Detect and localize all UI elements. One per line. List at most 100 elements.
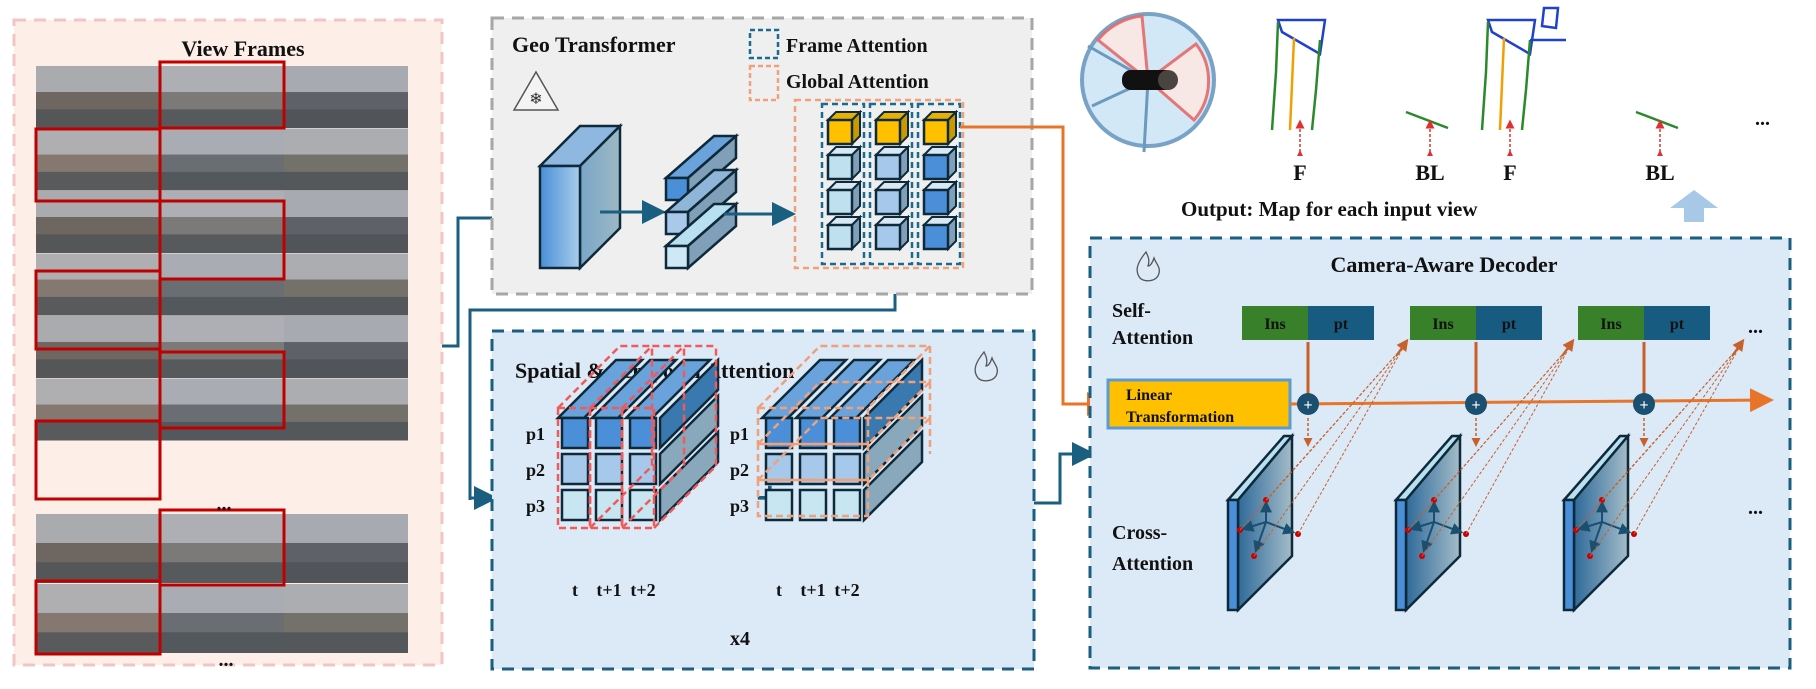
offset-arrow: [1241, 520, 1267, 532]
output-map: F: [1270, 18, 1327, 185]
add-icon: [1297, 393, 1319, 415]
encoder-block: [536, 122, 624, 272]
decoder-title: Camera-Aware Decoder: [1330, 252, 1557, 277]
feature-plane-edge: [1394, 498, 1408, 612]
repeat-label: x4: [730, 628, 750, 650]
spatial-group-box: [589, 344, 686, 529]
output-map: BL: [1635, 110, 1679, 185]
camera-frame: [36, 584, 160, 653]
spatial-group-box: [620, 406, 656, 530]
attention-head-arrow: [1561, 338, 1575, 357]
attention-head-arrow: [1395, 338, 1409, 357]
svg-text:Linear: Linear: [1126, 387, 1172, 404]
offset-arrow: [1265, 521, 1296, 535]
self-attention-label-2: Attention: [1112, 327, 1193, 349]
attention-link: [1421, 345, 1571, 557]
output-ellipsis: ...: [1755, 108, 1770, 130]
camera-frame: [36, 253, 160, 316]
attention-link: [1239, 345, 1405, 531]
attention-link: [1589, 345, 1741, 557]
camera-frame: [160, 66, 284, 128]
tensor-cell: [560, 488, 590, 522]
view-frames-panel: View Frames ... ...: [12, 18, 444, 671]
add-icon: [1465, 393, 1487, 415]
svg-text:Transformation: Transformation: [1126, 409, 1234, 426]
row-label: p2: [730, 460, 749, 480]
divider-line: [1310, 39, 1322, 131]
query-token-cube: [825, 109, 863, 147]
camera-frame: [284, 378, 408, 441]
offset-arrow: [1433, 521, 1464, 535]
feature-bar: [662, 201, 740, 271]
ins-token: [1578, 306, 1644, 340]
offset-arrow: [1577, 520, 1603, 532]
cross-attention-label-1: Cross-: [1112, 522, 1167, 544]
camera-frame: [284, 584, 408, 653]
camera-frame: [284, 316, 408, 378]
row-label: p2: [526, 460, 545, 480]
frame-attention-box: [868, 102, 914, 266]
spatial-group-box: [557, 344, 654, 529]
ins-label: Ins: [1600, 316, 1621, 333]
camera-frame: [160, 584, 284, 653]
offset-arrow: [1421, 521, 1435, 553]
query-to-decoder-arrow: [960, 125, 1111, 416]
feature-token-cube: [825, 179, 863, 217]
attention-link: [1253, 345, 1405, 557]
plus-glyph: +: [1639, 397, 1648, 414]
camera-frame: [36, 378, 160, 441]
svg-text:Global Attention: Global Attention: [786, 71, 929, 93]
pt-token: [1644, 306, 1710, 340]
camera-marker: [1507, 150, 1513, 156]
selected-frame-highlight: [34, 269, 162, 351]
tensor-cell: [560, 452, 590, 486]
camera-marker: [1427, 150, 1433, 156]
feature-bars: [662, 133, 740, 271]
boundary-line: [1530, 6, 1566, 42]
decoder-ellipsis-bottom: ...: [1748, 497, 1763, 519]
feature-token-cube: [825, 214, 863, 252]
tensor-side-slab: [862, 428, 924, 524]
frame-grid: [34, 60, 408, 656]
row-label: p3: [526, 496, 545, 516]
tensor-cell: [594, 488, 624, 522]
tensor-cell: [832, 488, 862, 522]
add-icon: [1633, 393, 1655, 415]
ped-crossing-line: [1288, 37, 1296, 131]
up-arrow-icon: [1670, 190, 1718, 222]
offset-arrow: [1589, 521, 1603, 553]
offset-arrow: [1601, 521, 1632, 535]
flame-icon: [1136, 250, 1160, 282]
flame-icon: [974, 350, 998, 382]
camera-fov-icon: [1080, 12, 1216, 153]
snowflake-warning-icon: ❄: [512, 70, 560, 111]
tensor-cell: [628, 452, 658, 486]
feature-plane-edge: [1562, 498, 1576, 612]
camera-frame: [284, 66, 408, 128]
attention-link: [1575, 345, 1741, 531]
divider-line: [1635, 110, 1679, 130]
camera-marker: [1657, 150, 1663, 156]
feature-token-cube: [921, 179, 959, 217]
tensor-cell: [594, 416, 624, 450]
col-label: t+2: [630, 580, 655, 600]
row-label: p1: [730, 424, 749, 444]
output-map: F: [1480, 6, 1566, 185]
camera-frame: [284, 514, 408, 583]
pt-token: [1476, 306, 1542, 340]
view-label: BL: [1415, 160, 1444, 185]
row-label: p1: [526, 424, 545, 444]
tensor-side-slab: [862, 392, 924, 488]
camera-frame: [160, 253, 284, 316]
attention-link: [1297, 345, 1405, 535]
selected-frame-highlight: [34, 419, 162, 501]
camera-frame: [284, 253, 408, 316]
feature-token-cube: [921, 144, 959, 182]
camera-frame: [160, 514, 284, 583]
self-attention-label-1: Self-: [1112, 300, 1151, 322]
